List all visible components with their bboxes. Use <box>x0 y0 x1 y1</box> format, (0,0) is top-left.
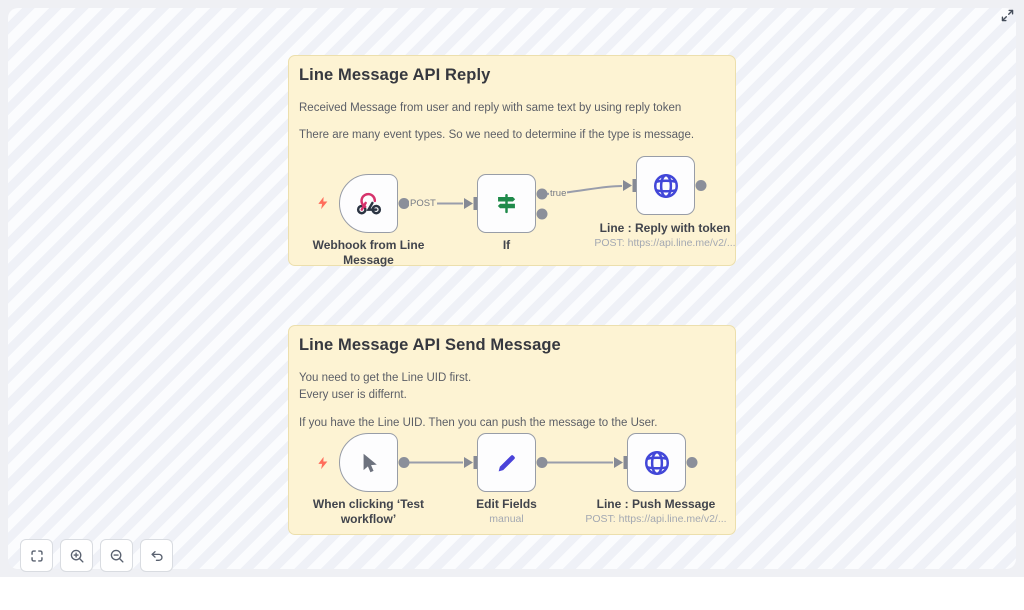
wire-label-true: true <box>549 188 568 200</box>
undo-arrow-icon <box>148 547 166 565</box>
zoom-in-button[interactable] <box>60 539 93 572</box>
signpost-icon <box>493 190 520 217</box>
sticky-text: Received Message from user and reply wit… <box>299 102 682 114</box>
sticky-text: Every user is differnt. <box>299 389 407 402</box>
node-http-reply[interactable] <box>636 156 695 215</box>
node-name: Line : Reply with token <box>599 221 731 235</box>
node-label-if: If <box>502 238 511 252</box>
node-name: Edit Fields <box>476 497 537 511</box>
mouse-cursor-icon <box>356 450 382 476</box>
sticky-text: You need to get the Line UID first. <box>299 372 472 384</box>
node-label-manual-trigger: When clicking ‘Test workflow’ <box>312 497 425 527</box>
node-subtitle: POST: https://api.line.me/v2/... <box>594 237 736 250</box>
wire-label-post: POST <box>409 197 437 209</box>
node-manual-trigger[interactable] <box>339 433 398 492</box>
pencil-icon <box>494 450 520 476</box>
sticky-title: Line Message API Send Message <box>299 336 561 354</box>
lightning-bolt-icon <box>316 455 330 476</box>
globe-icon <box>651 171 681 201</box>
diagonal-expand-icon <box>1000 8 1015 26</box>
node-edit-fields[interactable] <box>477 433 536 492</box>
globe-icon <box>642 448 672 478</box>
node-subtitle: POST: https://api.line.me/v2/... <box>585 513 727 526</box>
node-label-webhook: Webhook from Line Message <box>312 238 425 268</box>
page-bottom-strip <box>0 577 1024 610</box>
corner-brackets-icon <box>28 547 46 565</box>
sticky-note-send[interactable]: Line Message API Send Message You need t… <box>288 325 736 535</box>
lightning-bolt-icon <box>316 195 330 216</box>
node-label-edit-fields: Edit Fields manual <box>436 497 577 527</box>
node-label-http-push: Line : Push Message POST: https://api.li… <box>556 497 756 527</box>
node-name: Line : Push Message <box>596 497 716 511</box>
zoom-out-button[interactable] <box>100 539 133 572</box>
node-http-push[interactable] <box>627 433 686 492</box>
node-if[interactable] <box>477 174 536 233</box>
sticky-text: There are many event types. So we need t… <box>299 129 695 142</box>
magnifier-plus-icon <box>68 547 86 565</box>
reset-zoom-button[interactable] <box>140 539 173 572</box>
sticky-text: If you have the Line UID. Then you can p… <box>299 416 658 429</box>
magnifier-minus-icon <box>108 547 126 565</box>
fit-view-button[interactable] <box>20 539 53 572</box>
webhook-icon <box>355 190 383 218</box>
sticky-title: Line Message API Reply <box>299 66 491 84</box>
node-label-http-reply: Line : Reply with token POST: https://ap… <box>565 221 765 251</box>
expand-button[interactable] <box>998 8 1016 26</box>
node-subtitle: manual <box>489 513 524 526</box>
node-webhook[interactable] <box>339 174 398 233</box>
